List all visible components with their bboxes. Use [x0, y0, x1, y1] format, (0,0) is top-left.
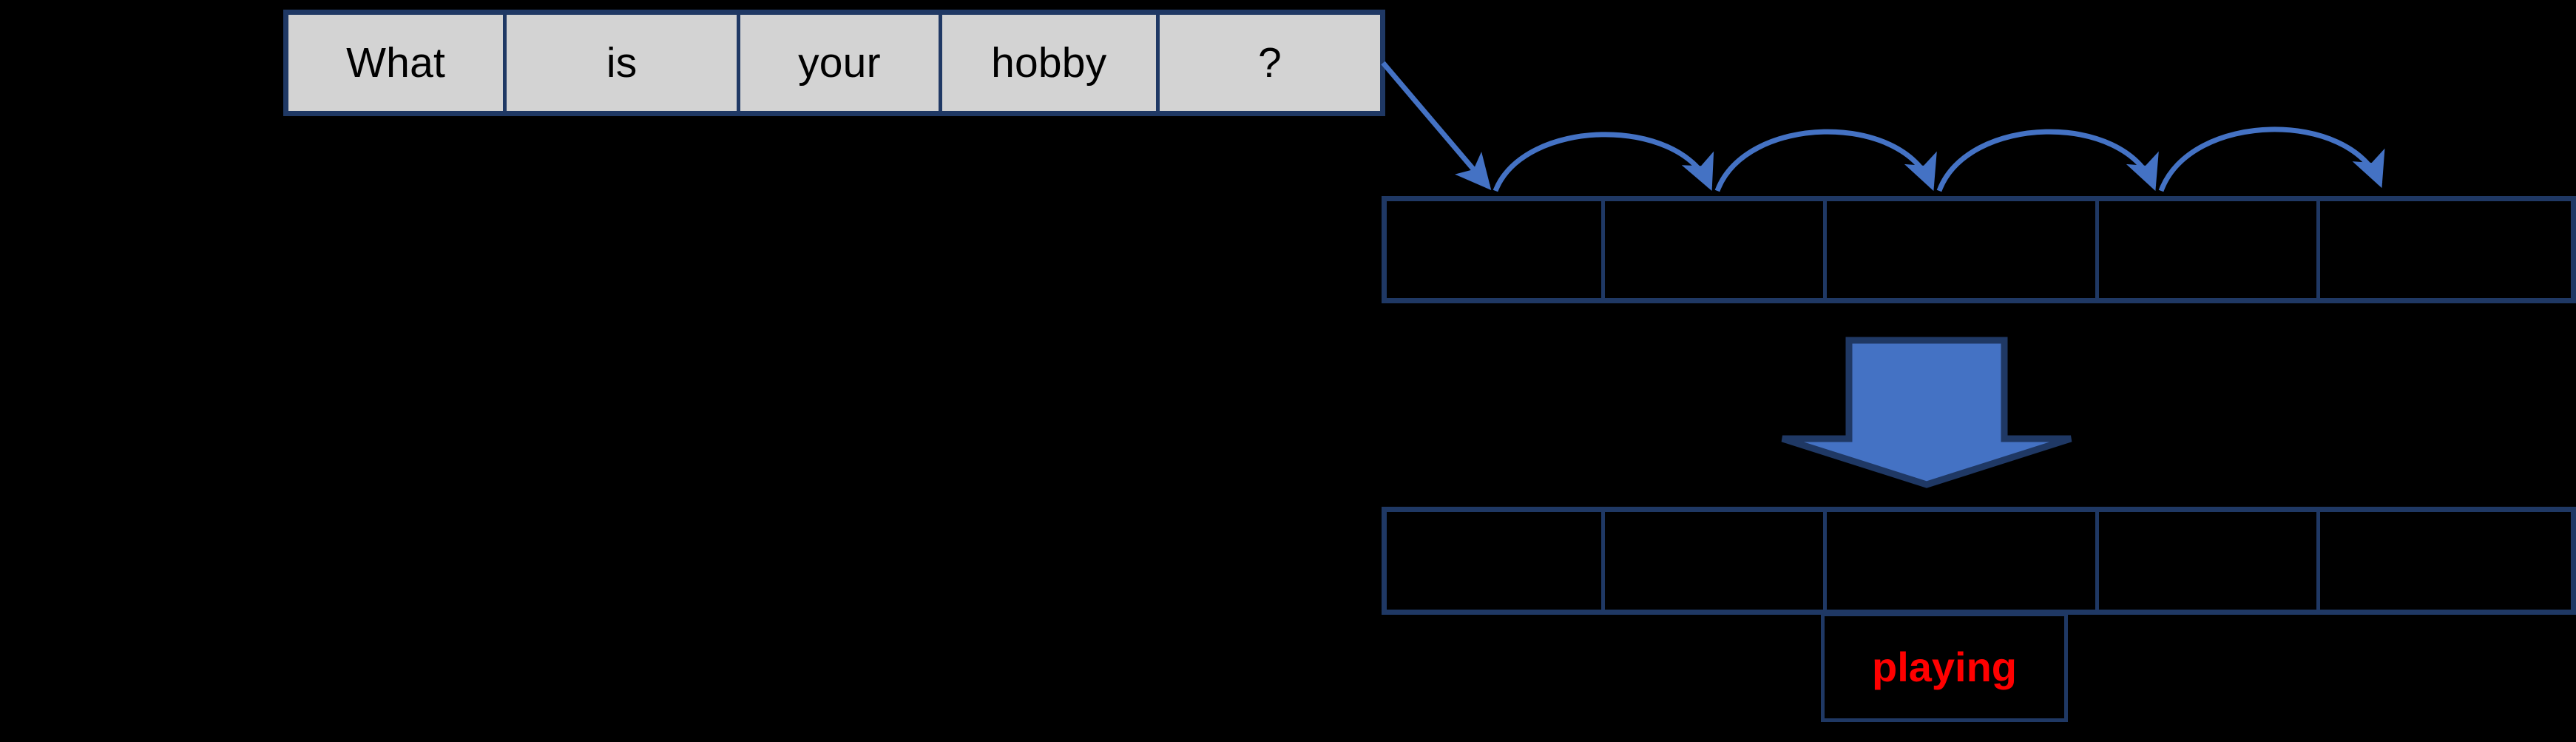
source-to-encoder-arrow: [1381, 61, 1492, 190]
encoder-state-cell-4[interactable]: [2099, 201, 2320, 298]
encoder-arc-1: [1492, 132, 1714, 192]
encoder-arc-2: [1714, 129, 1937, 192]
encoder-state-cell-1[interactable]: [1387, 201, 1605, 298]
decoder-state-cell-1[interactable]: [1387, 512, 1605, 610]
decoder-state-cell-2[interactable]: [1605, 512, 1827, 610]
decoder-state-cell-3[interactable]: [1827, 512, 2099, 610]
source-token-cell-1[interactable]: What: [288, 15, 507, 111]
encoder-state-cell-3[interactable]: [1827, 201, 2099, 298]
source-token-label: ?: [1257, 38, 1282, 87]
predicted-token-label: playing: [1871, 644, 2018, 690]
encoder-to-decoder-block-arrow: [1781, 337, 2072, 488]
source-token-label: is: [606, 38, 638, 87]
decoder-state-cell-4[interactable]: [2099, 512, 2320, 610]
source-token-label: What: [346, 38, 446, 87]
source-token-cell-3[interactable]: your: [740, 15, 942, 111]
source-token-cell-4[interactable]: hobby: [942, 15, 1160, 111]
source-token-cell-5[interactable]: ?: [1159, 15, 1380, 111]
predicted-token-cell[interactable]: playing: [1821, 613, 2068, 722]
decoder-state-table: [1382, 507, 2576, 615]
source-token-label: your: [798, 38, 881, 87]
source-sentence-table: What is your hobby ?: [283, 10, 1385, 116]
encoder-state-cell-5[interactable]: [2320, 201, 2571, 298]
encoder-state-table: [1382, 196, 2576, 303]
source-token-cell-2[interactable]: is: [507, 15, 741, 111]
encoder-state-cell-2[interactable]: [1605, 201, 1827, 298]
encoder-arc-4: [2158, 127, 2385, 192]
source-token-label: hobby: [991, 38, 1107, 87]
encoder-arc-3: [1936, 129, 2159, 192]
decoder-state-cell-5[interactable]: [2320, 512, 2571, 610]
